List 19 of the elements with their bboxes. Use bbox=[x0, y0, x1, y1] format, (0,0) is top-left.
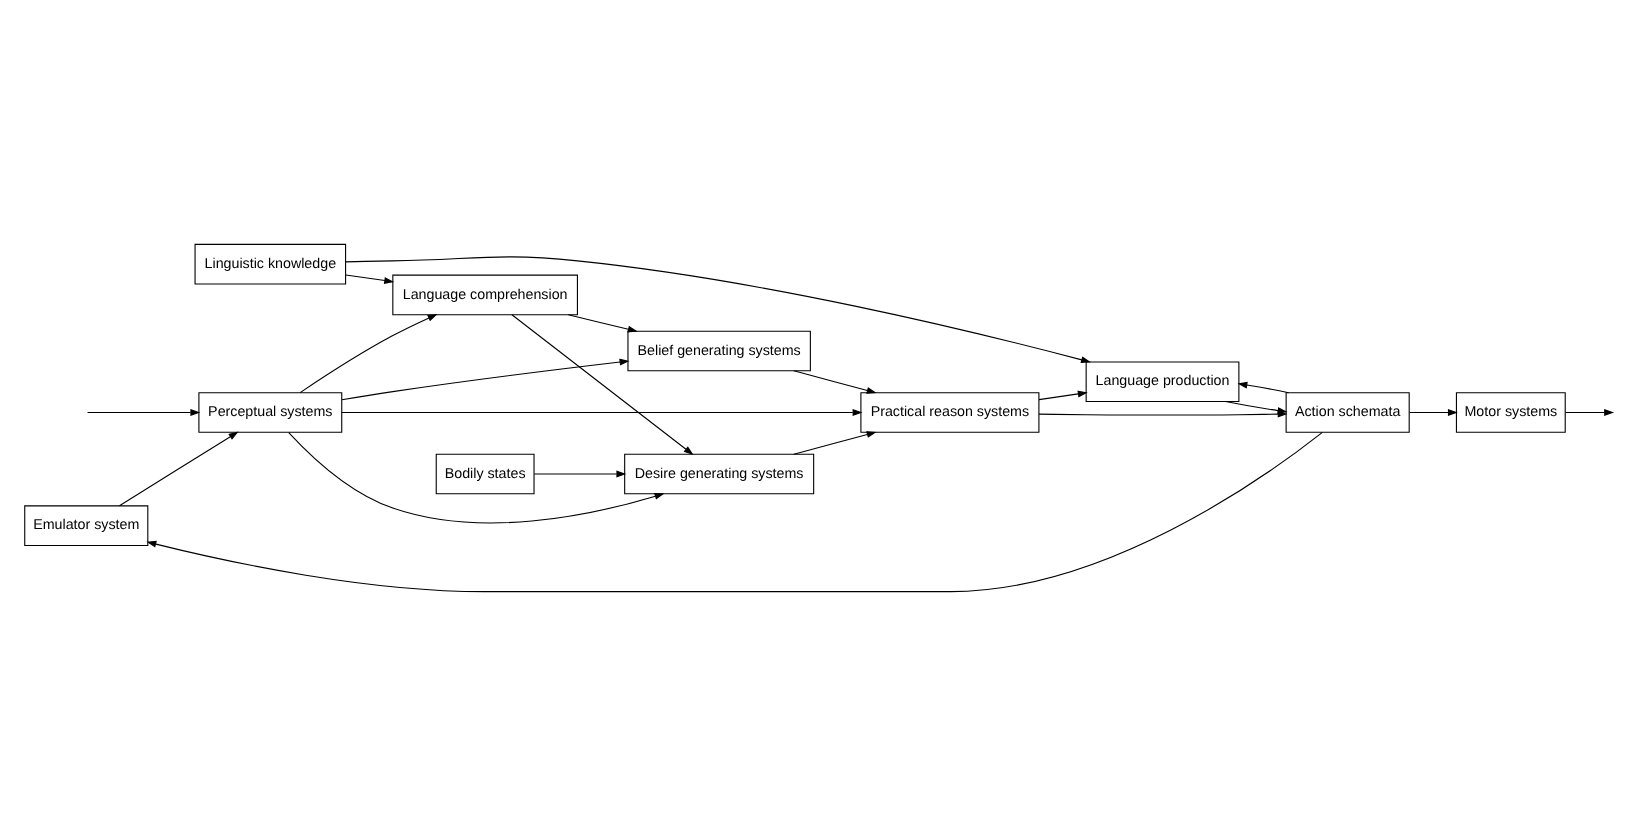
arrow bbox=[288, 432, 665, 524]
arrow bbox=[345, 256, 1091, 364]
arrow bbox=[86, 409, 201, 416]
arrow bbox=[146, 431, 1323, 593]
arrow bbox=[1564, 409, 1615, 416]
arrow bbox=[341, 409, 863, 416]
arrow bbox=[345, 274, 395, 284]
arrow bbox=[299, 314, 438, 394]
arrow bbox=[567, 314, 638, 333]
arrow bbox=[1038, 390, 1088, 401]
arrow bbox=[1237, 381, 1290, 394]
arrow bbox=[511, 314, 694, 456]
arrow bbox=[1409, 409, 1458, 416]
arrow bbox=[1038, 410, 1288, 418]
arrow bbox=[118, 431, 239, 507]
arrow bbox=[793, 431, 877, 455]
arrow bbox=[793, 370, 877, 394]
arrow bbox=[533, 470, 627, 478]
arrow bbox=[341, 358, 630, 401]
